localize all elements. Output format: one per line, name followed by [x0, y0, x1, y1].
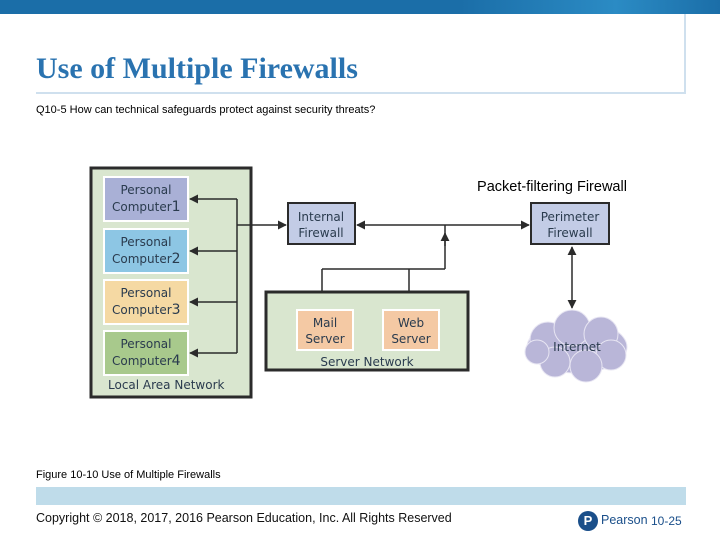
svg-text:Server: Server: [305, 332, 344, 346]
internal-firewall: Internal Firewall: [287, 202, 356, 245]
internet-label: Internet: [553, 340, 601, 354]
perimeter-firewall: Perimeter Firewall: [530, 202, 610, 245]
pc4-line2: Computer4: [112, 353, 181, 369]
svg-text:Internal: Internal: [298, 210, 344, 224]
mail-server: Mail Server: [296, 309, 354, 351]
svg-text:Mail: Mail: [313, 316, 337, 330]
svg-text:Firewall: Firewall: [298, 226, 343, 240]
server-network-label: Server Network: [320, 355, 413, 369]
svg-text:Server: Server: [391, 332, 430, 346]
pc3-line1: Personal: [120, 286, 171, 300]
firewall-connections: [317, 220, 577, 309]
svg-text:Firewall: Firewall: [547, 226, 592, 240]
personal-computer-1: Personal Computer1: [103, 176, 189, 222]
figure-caption: Figure 10-10 Use of Multiple Firewalls: [36, 469, 221, 481]
personal-computer-2: Personal Computer2: [103, 228, 189, 274]
title-rule-horizontal: [36, 92, 686, 94]
slide-subtitle: Q10-5 How can technical safeguards prote…: [36, 104, 376, 116]
pc2-line2: Computer2: [112, 251, 181, 267]
title-rule-vertical: [684, 14, 686, 94]
web-server: Web Server: [382, 309, 440, 351]
pc1-line2: Computer1: [112, 199, 181, 215]
svg-text:Perimeter: Perimeter: [541, 210, 600, 224]
footer-band: [36, 487, 686, 505]
personal-computer-3: Personal Computer3: [103, 279, 189, 325]
lan-connections: [189, 194, 287, 358]
brand-name: Pearson: [601, 513, 648, 527]
pearson-logo-icon: P: [578, 511, 598, 531]
lan-label: Local Area Network: [108, 378, 225, 392]
personal-computer-4: Personal Computer4: [103, 330, 189, 376]
top-accent-bar: [0, 0, 720, 14]
pc1-line1: Personal: [120, 183, 171, 197]
pc2-line1: Personal: [120, 235, 171, 249]
internet-cloud: [524, 309, 628, 383]
packet-filtering-label: Packet-filtering Firewall: [477, 179, 627, 195]
copyright-text: Copyright © 2018, 2017, 2016 Pearson Edu…: [36, 511, 452, 525]
page-number: 10-25: [651, 514, 682, 528]
pc3-line2: Computer3: [112, 302, 181, 318]
slide-title: Use of Multiple Firewalls: [36, 52, 358, 85]
pc4-line1: Personal: [120, 337, 171, 351]
svg-text:Web: Web: [398, 316, 424, 330]
